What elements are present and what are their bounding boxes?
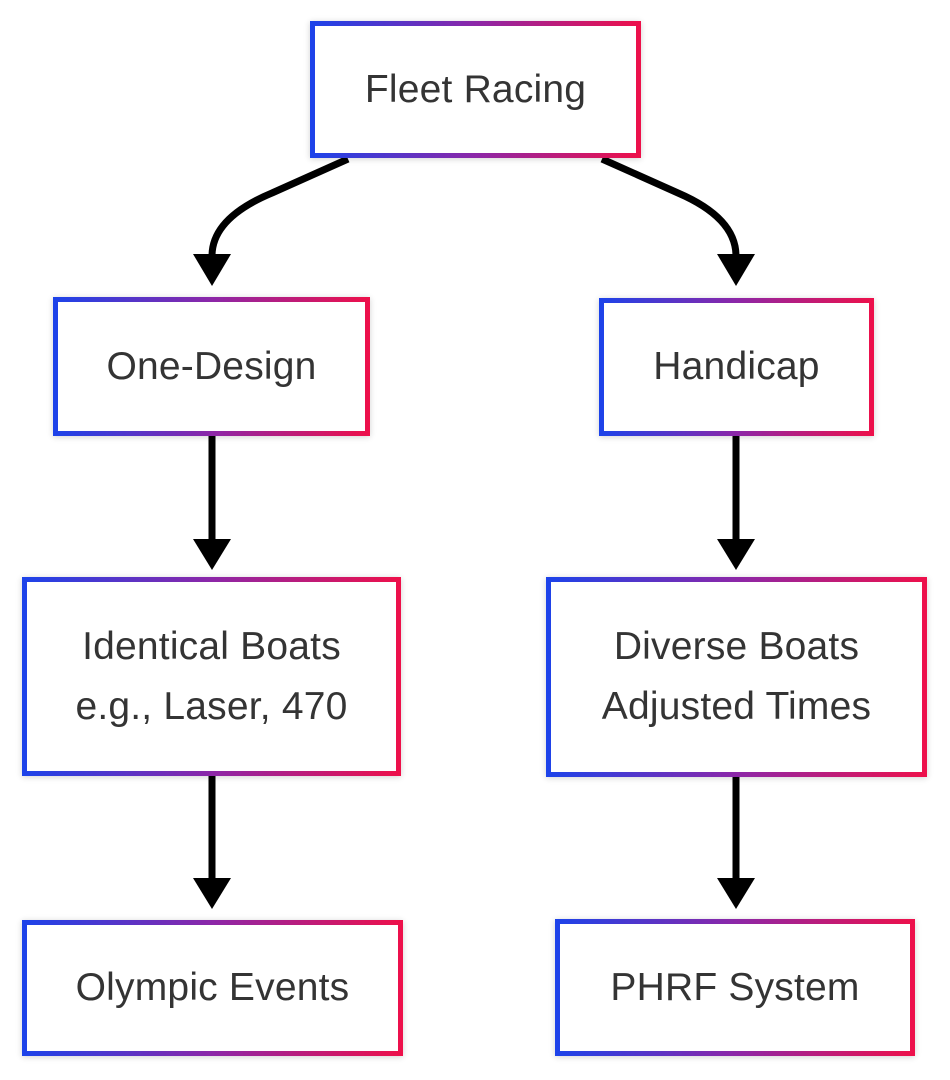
arrowhead-down-icon	[193, 878, 231, 909]
edge-line	[208, 155, 350, 257]
arrowhead-down-icon	[193, 254, 231, 286]
node-olympic-events: Olympic Events	[22, 920, 403, 1056]
node-label: PHRF System	[610, 965, 860, 1009]
node-phrf-system: PHRF System	[555, 919, 915, 1056]
node-label-line1: Diverse Boats	[613, 625, 860, 668]
arrowhead-down-icon	[717, 878, 755, 909]
edge-diverse-boats-to-phrf-system	[717, 776, 755, 909]
node-fleet-racing: Fleet Racing	[310, 21, 641, 158]
node-label-line2: e.g., Laser, 470	[75, 684, 348, 728]
edge-one-design-to-identical-boats	[193, 434, 231, 570]
node-label: Olympic Events	[75, 966, 350, 1009]
node-handicap: Handicap	[599, 298, 874, 436]
node-label: Fleet Racing	[364, 67, 587, 111]
edge-line	[600, 155, 740, 257]
edge-fleet-racing-to-handicap	[600, 155, 755, 286]
edge-identical-boats-to-olympic-events	[193, 775, 231, 909]
node-label-line1: Identical Boats	[82, 624, 341, 668]
arrowhead-down-icon	[193, 539, 231, 570]
node-one-design: One-Design	[53, 297, 370, 436]
arrowhead-down-icon	[717, 254, 755, 286]
node-diverse-boats: Diverse Boats Adjusted Times	[546, 577, 927, 777]
arrowhead-down-icon	[717, 539, 755, 570]
node-identical-boats: Identical Boats e.g., Laser, 470	[22, 577, 401, 776]
node-label: One-Design	[106, 344, 317, 388]
edge-handicap-to-diverse-boats	[717, 435, 755, 570]
node-label-line2: Adjusted Times	[601, 685, 872, 728]
edge-fleet-racing-to-one-design	[193, 155, 350, 286]
node-label: Handicap	[653, 345, 820, 388]
